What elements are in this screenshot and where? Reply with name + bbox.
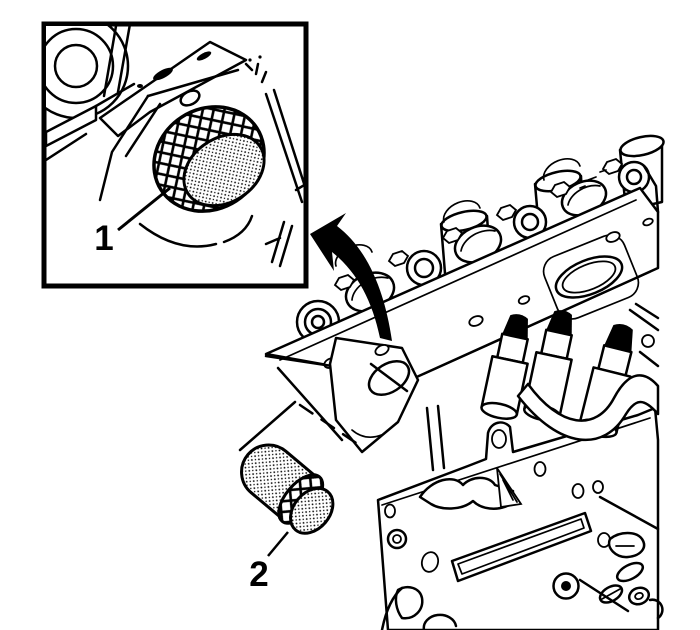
engine-block-face — [376, 406, 664, 630]
cam-cap-bolts — [333, 157, 624, 292]
coolant-hose — [516, 374, 660, 442]
oil-screen-part: 2 — [240, 443, 335, 594]
callout-2-leader — [267, 531, 289, 557]
callout-2-label: 2 — [249, 555, 268, 594]
oil-screen-installed — [152, 105, 266, 213]
detail-inset: 1 — [41, 21, 309, 289]
zoom-arrow-icon — [310, 213, 392, 341]
engine-assembly — [238, 134, 665, 630]
block-detail-lines — [425, 404, 446, 472]
right-bracket — [628, 302, 660, 368]
callout-1-leader — [117, 186, 171, 232]
inset-engine-corner — [46, 26, 304, 268]
callout-1-label: 1 — [94, 219, 113, 258]
projection-lines — [238, 400, 364, 452]
screen-bore-face — [264, 336, 420, 454]
